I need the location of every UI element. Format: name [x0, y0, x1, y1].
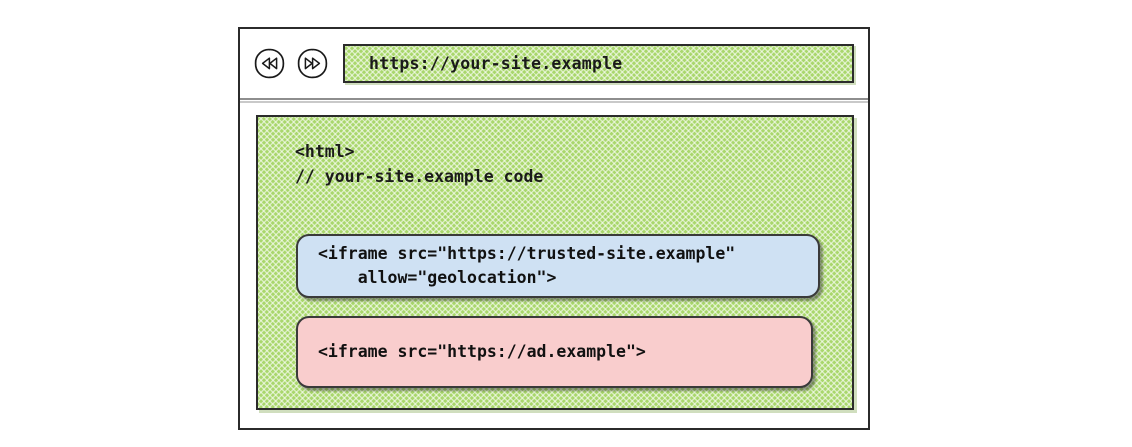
ad-iframe[interactable]: <iframe src="https://ad.example">	[296, 316, 813, 388]
url-text: https://your-site.example	[369, 54, 623, 73]
ad-iframe-code: <iframe src="https://ad.example">	[298, 340, 646, 364]
trusted-iframe-line-1: <iframe src="https://trusted-site.exampl…	[318, 244, 736, 263]
url-bar[interactable]: https://your-site.example	[343, 44, 854, 83]
forward-button[interactable]	[297, 48, 328, 79]
trusted-iframe-line-2: allow="geolocation">	[318, 268, 557, 287]
browser-toolbar: https://your-site.example	[240, 29, 868, 103]
trusted-site-iframe-code: <iframe src="https://trusted-site.exampl…	[298, 242, 735, 290]
trusted-site-iframe[interactable]: <iframe src="https://trusted-site.exampl…	[296, 234, 820, 298]
code-line-comment: // your-site.example code	[295, 167, 544, 186]
back-button[interactable]	[254, 48, 285, 79]
code-line-html-tag: <html>	[295, 142, 355, 161]
rewind-back-icon	[254, 48, 285, 79]
page-content-area: <html> // your-site.example code <iframe…	[256, 115, 854, 410]
fast-forward-icon	[297, 48, 328, 79]
browser-window: https://your-site.example <html> // your…	[238, 27, 870, 430]
ad-iframe-line-1: <iframe src="https://ad.example">	[318, 342, 646, 361]
